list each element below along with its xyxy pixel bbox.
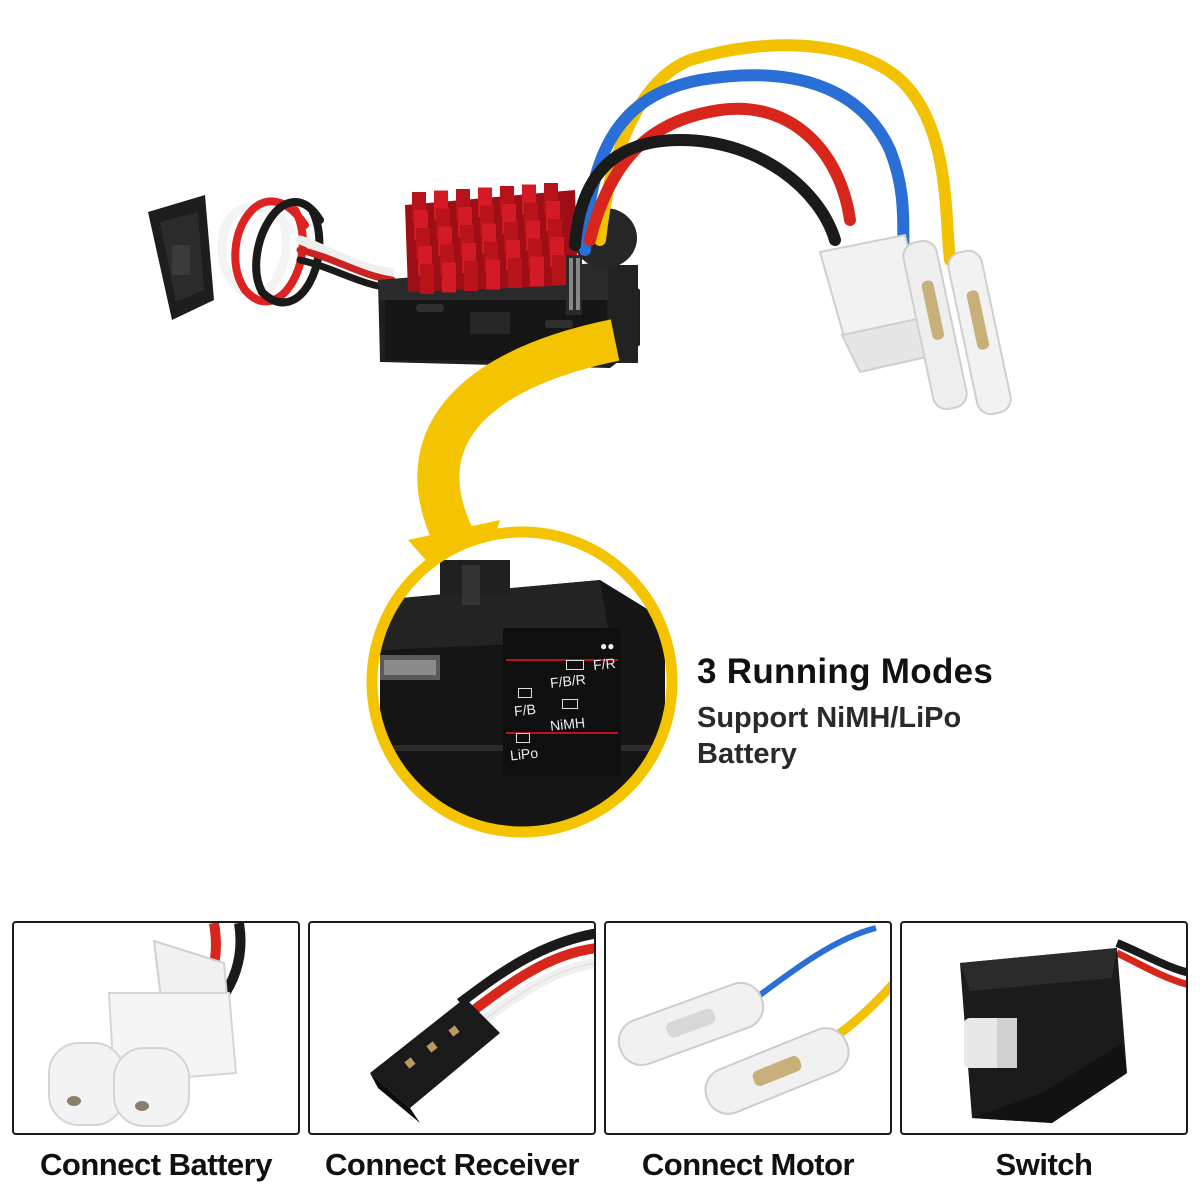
caption-connect-battery: Connect Battery (40, 1147, 272, 1182)
connection-cards: Connect Battery Connect Receiver Connect… (0, 918, 1200, 1200)
caption-connect-receiver: Connect Receiver (325, 1147, 579, 1182)
tamiya-connector (818, 233, 937, 374)
esc-product-image (148, 39, 1012, 416)
caption-switch: Switch (995, 1147, 1093, 1182)
card-connect-motor (604, 921, 892, 1135)
heatsink-fin (486, 259, 500, 290)
caption-connect-motor: Connect Motor (641, 1147, 855, 1182)
callout-arrow (417, 319, 620, 550)
heatsink-fin (508, 258, 522, 288)
heatsink-fin (420, 264, 434, 294)
mode-zoom-callout (366, 319, 678, 838)
power-wires (569, 39, 956, 266)
bullet-connector-icon (617, 925, 890, 1115)
heatsink-fin (530, 256, 544, 287)
card-connect-battery (12, 921, 300, 1135)
heatsink (405, 183, 578, 294)
feature-subtitle: Support NiMH/LiPo Battery (697, 700, 1077, 772)
switch-housing (148, 195, 214, 320)
jumper-pins (566, 255, 582, 315)
servo-plug-icon (370, 928, 594, 1123)
feature-title: 3 Running Modes (697, 652, 994, 691)
bullet-connectors (902, 239, 1012, 416)
heatsink-fin (464, 261, 478, 291)
heatsink-fin (442, 262, 456, 293)
card-switch (900, 921, 1188, 1135)
heatsink-fin (552, 255, 566, 285)
feature-subtitle-line-1: Support NiMH/LiPo (697, 702, 962, 734)
card-connect-receiver (308, 921, 596, 1135)
feature-subtitle-line-2: Battery (697, 738, 797, 770)
power-switch-icon (960, 939, 1186, 1123)
tamiya-connector-icon (48, 923, 246, 1127)
switch-wire-loop (217, 197, 396, 307)
